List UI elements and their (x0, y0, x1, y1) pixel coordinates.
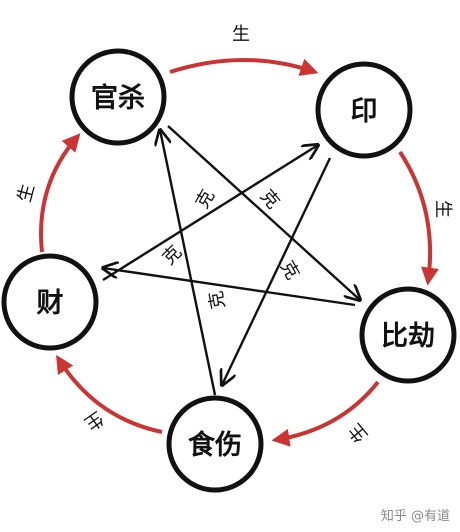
generate-arrow-bijie-to-shishang (271, 380, 380, 447)
control-arrow-shishang-to-guansha (160, 130, 217, 396)
node-guansha: 官杀 (69, 48, 167, 146)
watermark: 知乎 @有道 (380, 509, 450, 524)
node-shishang-label: 食伤 (188, 429, 242, 461)
node-cai-label: 财 (37, 288, 64, 319)
node-bijie-label: 比劫 (381, 321, 435, 352)
generate-arrow-guansha-to-yin (169, 58, 319, 76)
generate-arrow-shishang-to-cai (56, 354, 163, 434)
node-shishang: 食伤 (166, 395, 264, 493)
node-cai: 财 (1, 253, 99, 351)
control-arrow-guansha-to-bijie (167, 125, 360, 300)
node-guansha-label: 官杀 (91, 82, 145, 114)
generate-arrow-cai-to-guansha (39, 133, 81, 253)
control-label-left: 克 (159, 242, 187, 270)
control-label-bottom: 克 (206, 289, 230, 310)
generate-label-top: 生 (232, 24, 250, 45)
control-arrow-bijie-to-cai (103, 268, 356, 307)
control-arrow-yin-to-shishang (222, 157, 332, 385)
node-bijie: 比劫 (359, 286, 457, 384)
generate-label-bottom-left: 生 (80, 407, 107, 435)
node-yin-label: 印 (351, 96, 378, 127)
generate-label-left: 生 (14, 182, 39, 205)
generate-arrow-yin-to-bijie (398, 150, 439, 286)
node-yin: 印 (315, 61, 413, 159)
generate-label-right: 生 (432, 200, 453, 218)
generate-label-bottom-right: 生 (345, 419, 373, 446)
control-arrow-cai-to-yin (102, 145, 318, 282)
